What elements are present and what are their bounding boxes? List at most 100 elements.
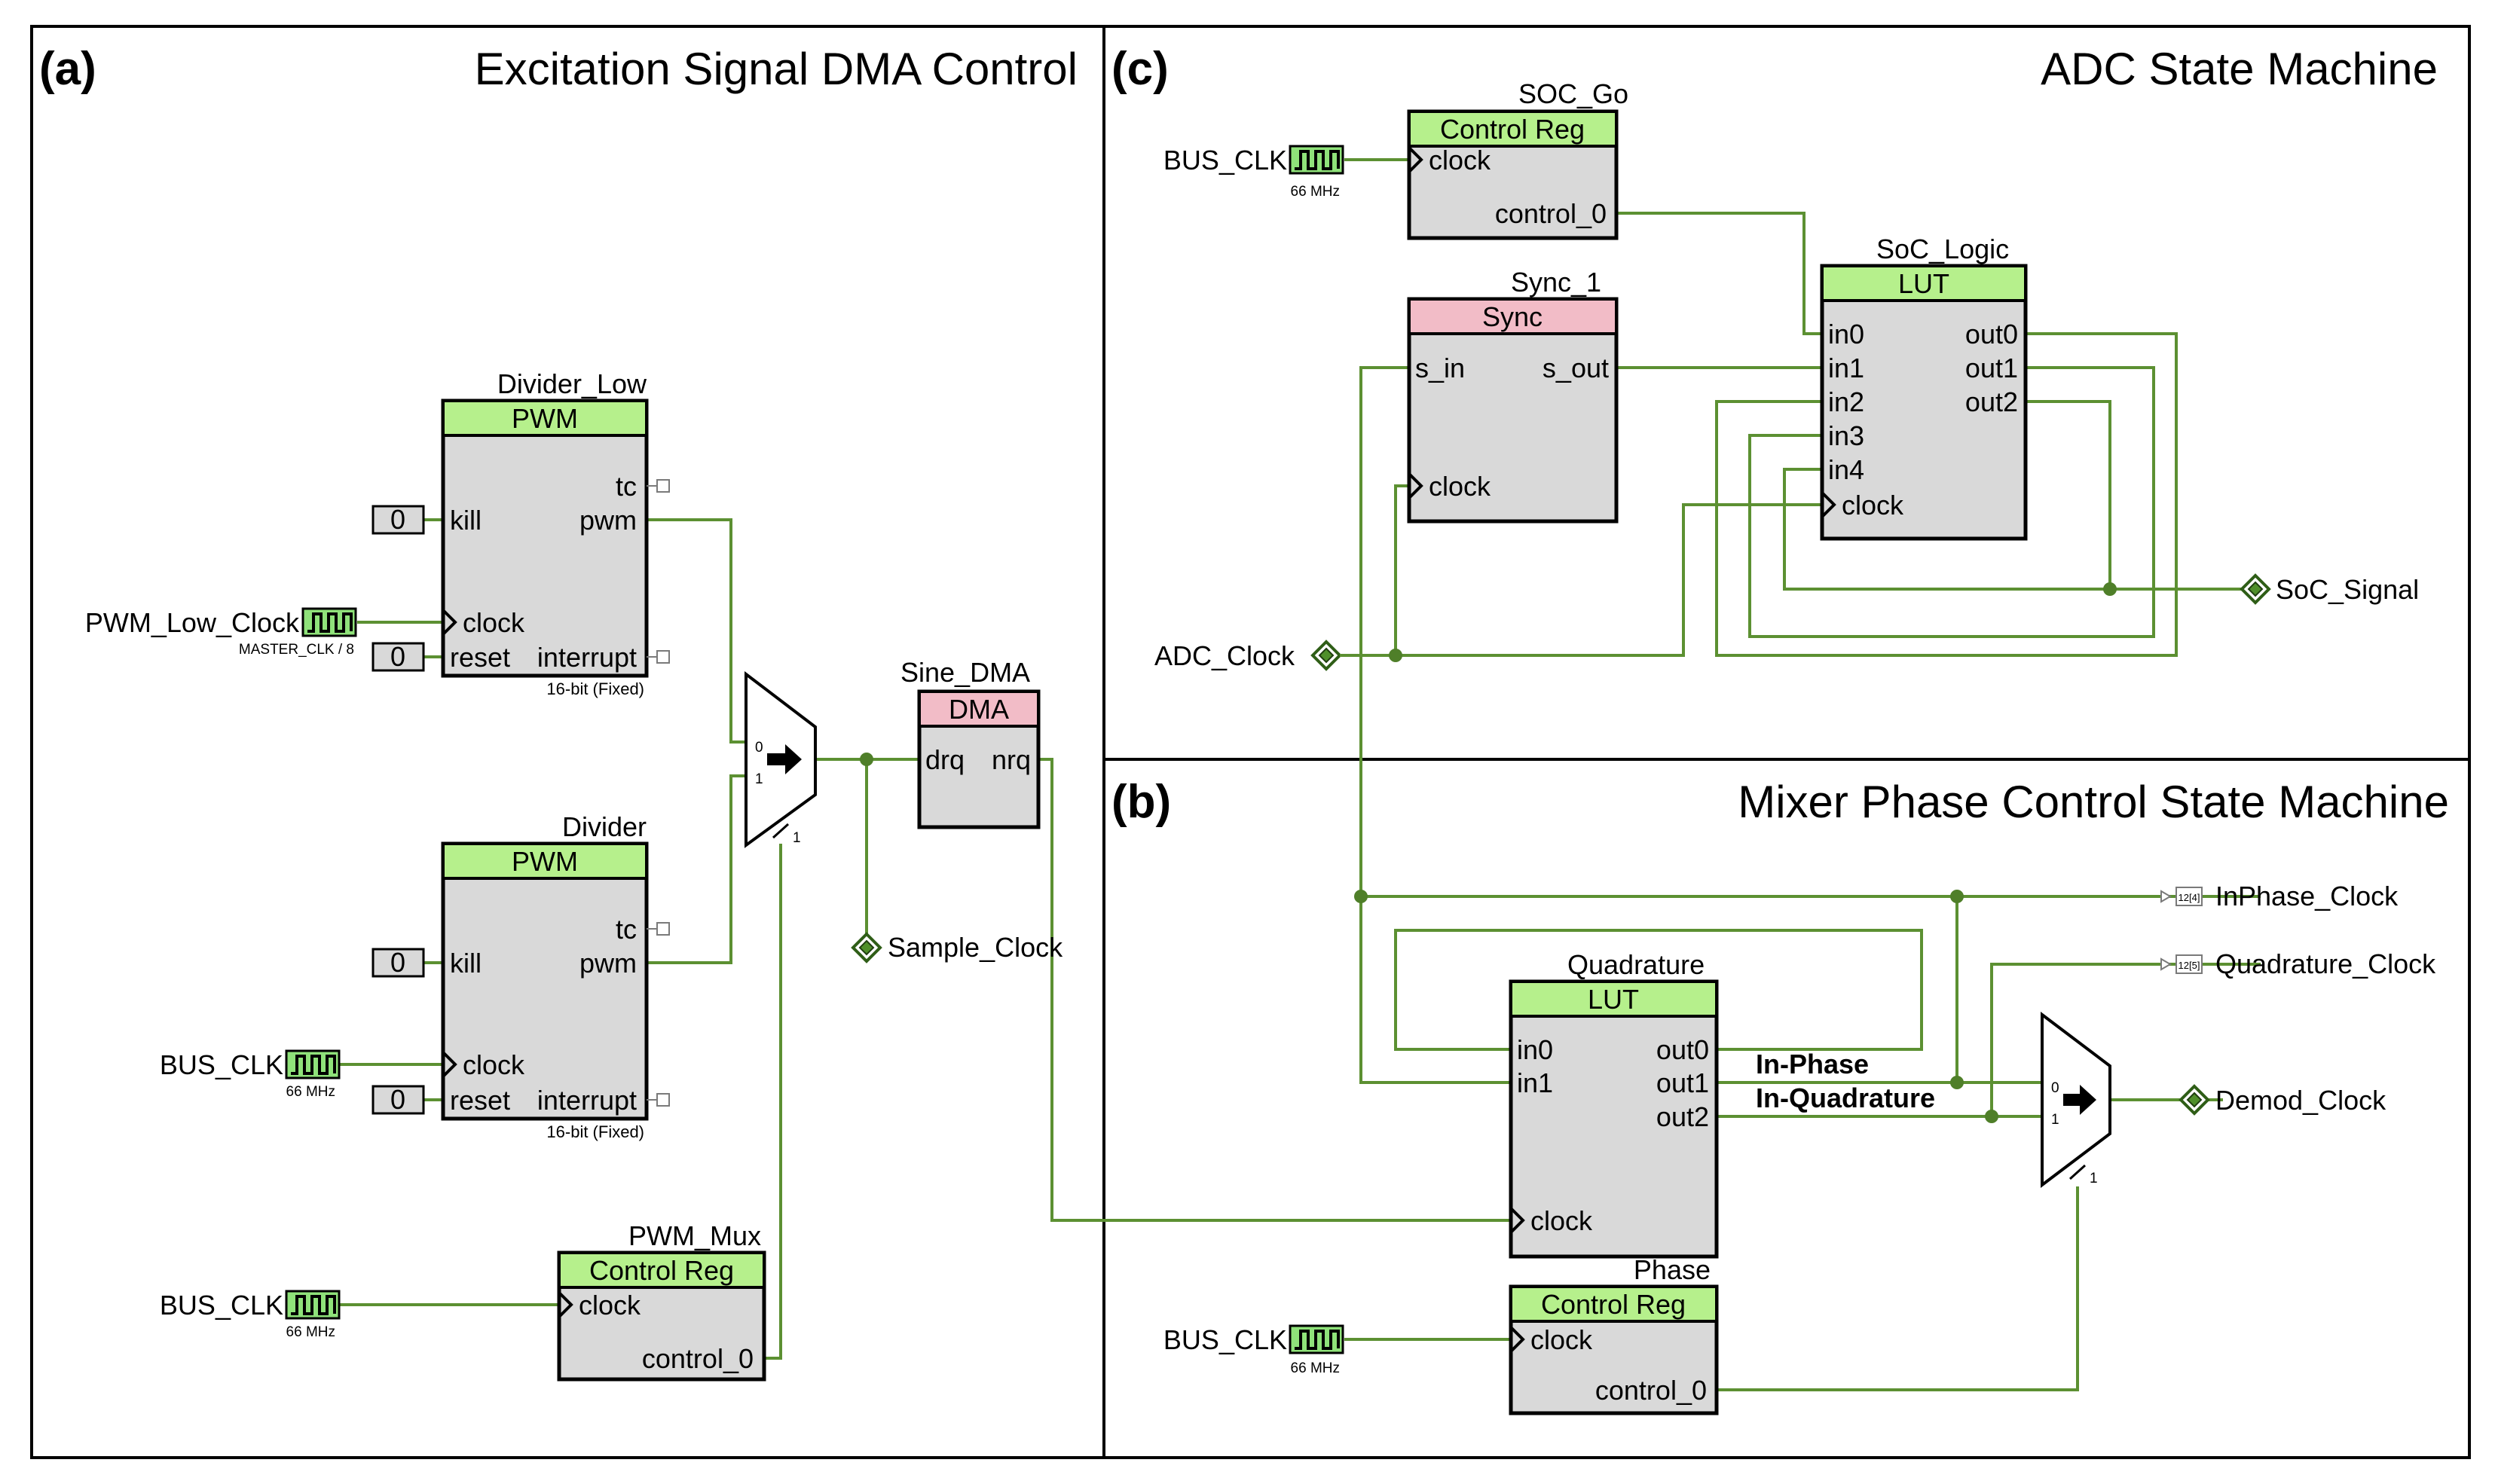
mux-b-sel-label: 1 [2090,1171,2098,1186]
bus-clk-freq: 66 MHz [1291,1360,1340,1376]
divider-low-pin-reset: reset [450,642,510,673]
sine-dma-block[interactable]: Sine_DMA DMA drq nrq [900,657,1041,829]
pwm-mux-control-reg-block[interactable]: PWM_Mux Control Reg clock control_0 [557,1220,766,1382]
port-tag-icon [2175,887,2203,906]
quadrature-pin-clock: clock [1530,1205,1593,1236]
inphase-clock-port[interactable]: 12[4] InPhase_Clock [2160,881,2399,911]
divider-pin-reset: reset [450,1085,510,1116]
soc-logic-pin-clock: clock [1842,490,1904,521]
quadrature-clock-port[interactable]: 12[5] Quadrature_Clock [2160,948,2436,979]
clock-edge-icon [1408,146,1423,173]
svg-text:0: 0 [390,504,405,535]
divider-pin-pwm: pwm [579,948,637,979]
soc-logic-pin-in0: in0 [1828,319,1864,350]
sync-1-pin-s-out: s_out [1543,353,1609,383]
arrow-right-icon [767,744,802,774]
soc-logic-pin-in3: in3 [1828,420,1864,451]
panel-a-title: Excitation Signal DMA Control [475,44,1078,94]
pwm-mux-instance-name: PWM_Mux [628,1220,761,1251]
sample-clock-port[interactable]: Sample_Clock [851,932,1063,963]
phase-control-reg-block[interactable]: Phase Control Reg clock control_0 [1509,1254,1719,1415]
clock-edge-icon [1509,1207,1525,1234]
mux-a[interactable]: 0 1 1 [745,670,817,848]
divider-pin-tc: tc [616,914,637,945]
soc-logic-pin-out1: out1 [1965,353,2018,383]
interrupt-terminal-icon [656,650,670,664]
panel-c-title: ADC State Machine [2041,44,2438,94]
bus-clk-source-b[interactable]: BUS_CLK 66 MHz [1163,1324,1344,1376]
sync-1-type: Sync [1482,301,1543,332]
divider-low-instance-name: Divider_Low [497,368,647,399]
quadrature-type: LUT [1588,984,1639,1015]
soc-logic-pin-in1: in1 [1828,353,1864,383]
panel-a-letter: (a) [39,43,96,95]
phase-pin-control-0: control_0 [1595,1375,1707,1406]
divider-type: PWM [512,846,578,877]
bus-clk-source-a1[interactable]: BUS_CLK 66 MHz [160,1049,341,1100]
const-zero-kill: 0 [371,947,425,978]
quadrature-port-tag: 12[5] [2179,960,2200,971]
quadrature-pin-out0: out0 [1656,1034,1709,1065]
bus-clk-label: BUS_CLK [160,1049,283,1080]
soc-logic-type: LUT [1898,268,1949,299]
phase-instance-name: Phase [1634,1254,1711,1285]
soc-logic-lut-block[interactable]: SoC_Logic LUT in0 in1 in2 in3 in4 clock … [1820,234,2028,541]
tc-terminal-icon [656,922,670,936]
divider-low-pin-pwm: pwm [579,505,637,536]
soc-go-control-reg-block[interactable]: SOC_Go Control Reg clock control_0 [1407,78,1628,240]
soc-logic-instance-name: SoC_Logic [1876,234,2009,264]
pwm-low-clock-label: PWM_Low_Clock [85,607,300,638]
divider-low-pin-interrupt: interrupt [537,642,637,673]
bus-clk-label: BUS_CLK [1163,1324,1287,1355]
quadrature-pin-in0: in0 [1517,1034,1553,1065]
divider-pin-interrupt: interrupt [537,1085,637,1116]
const-zero-reset: 0 [371,1084,425,1115]
pwm-mux-pin-clock: clock [579,1290,641,1321]
svg-text:0: 0 [390,1084,405,1115]
soc-signal-port[interactable]: SoC_Signal [2240,573,2419,605]
bus-clk-source-a2[interactable]: BUS_CLK 66 MHz [160,1290,341,1340]
soc-go-type: Control Reg [1440,114,1585,145]
phase-type: Control Reg [1541,1289,1686,1320]
quadrature-pin-in1: in1 [1517,1067,1553,1098]
phase-pin-clock: clock [1530,1324,1593,1355]
sync-1-pin-s-in: s_in [1415,353,1465,383]
divider-pin-kill: kill [450,948,482,979]
in-quadrature-wire-label: In-Quadrature [1756,1082,1935,1113]
bus-clk-source-c[interactable]: BUS_CLK 66 MHz [1163,145,1344,200]
panel-b-title: Mixer Phase Control State Machine [1738,777,2449,827]
divider-footer: 16-bit (Fixed) [546,1122,644,1141]
mux-a-in1-label: 1 [755,771,763,787]
divider-pin-clock: clock [463,1049,525,1080]
divider-low-footer: 16-bit (Fixed) [546,679,644,698]
clock-edge-icon [1821,491,1836,518]
divider-low-pwm-block[interactable]: Divider_Low PWM tc kill pwm clock reset … [441,368,670,698]
demod-clock-port[interactable]: Demod_Clock [2179,1084,2386,1116]
pwm-mux-type: Control Reg [589,1255,734,1286]
quadrature-clock-label: Quadrature_Clock [2215,948,2436,979]
pwm-low-clock-freq: MASTER_CLK / 8 [239,642,354,658]
quadrature-pin-out1: out1 [1656,1067,1709,1098]
port-tag-icon [2175,954,2203,974]
tc-terminal-icon [656,479,670,493]
divider-low-pin-kill: kill [450,505,482,536]
bus-clk-label: BUS_CLK [1163,145,1287,176]
outer-border [30,25,2471,1459]
adc-clock-port[interactable]: ADC_Clock [1154,640,1353,671]
sample-clock-label: Sample_Clock [888,932,1063,963]
divider-pwm-block[interactable]: Divider PWM tc kill pwm clock reset inte… [441,811,670,1141]
quadrature-instance-name: Quadrature [1567,949,1705,980]
pwm-low-clock-source[interactable]: PWM_Low_Clock MASTER_CLK / 8 [85,607,357,658]
pwm-mux-pin-control-0: control_0 [642,1343,754,1374]
mux-b[interactable]: 0 1 1 [2041,1011,2111,1189]
divider-low-pin-tc: tc [616,471,637,502]
quadrature-lut-block[interactable]: Quadrature LUT in0 in1 out0 out1 out2 cl… [1509,949,1719,1259]
mux-a-in0-label: 0 [755,740,763,756]
divider-instance-name: Divider [562,811,647,842]
soc-logic-pin-out2: out2 [1965,386,2018,417]
sync-1-block[interactable]: Sync_1 Sync s_in s_out clock [1407,267,1619,524]
quadrature-pin-out2: out2 [1656,1101,1709,1132]
junction-dots [860,582,2117,1123]
bus-clk-label: BUS_CLK [160,1290,283,1321]
mux-a-sel-label: 1 [793,830,801,846]
